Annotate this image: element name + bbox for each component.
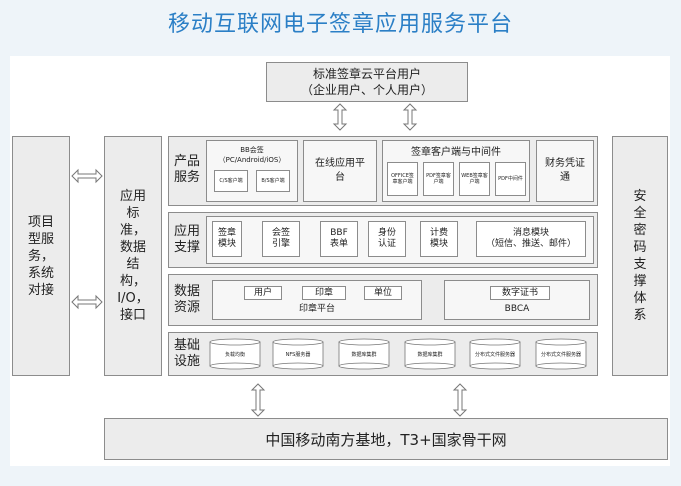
- finance-voucher-box: 财务凭证通: [536, 140, 594, 202]
- product-services-label: 产品服务: [173, 154, 200, 185]
- seal-platform-title: 印章平台: [298, 304, 335, 314]
- cs-client-label: C/S客户端: [219, 178, 243, 184]
- pdf-client-label: PDF签章客户端: [426, 173, 451, 185]
- dfs-cylinder-2: [535, 338, 587, 370]
- seal-user: 用户: [244, 286, 282, 300]
- bbf-form: BBF表单: [320, 221, 358, 257]
- top-arrow-right: [402, 103, 418, 131]
- db-cluster-label-1: 数据库集群: [351, 352, 377, 358]
- online-platform-box: 在线应用平台: [303, 140, 377, 202]
- bs-client-label: B/S客户端: [261, 178, 285, 184]
- identity-auth: 身份认证: [368, 221, 406, 257]
- pdf-client-box: PDF签章客户端: [423, 162, 454, 196]
- db-cluster-cylinder-2: [404, 338, 456, 370]
- db-cluster-cylinder-1: [338, 338, 390, 370]
- nfs-server-cylinder: [272, 338, 324, 370]
- data-resources-label: 数据资源: [173, 284, 200, 315]
- cosign-engine: 会签引擎: [262, 221, 300, 257]
- security-system-label: 安全密码支撑体系: [633, 189, 647, 323]
- bottom-arrow-left: [250, 383, 266, 417]
- message-module: 消息模块 （短信、推送、邮件）: [476, 221, 586, 257]
- network-backbone-box: 中国移动南方基地，T3+国家骨干网: [104, 418, 668, 460]
- cloud-users-box: 标准签章云平台用户 （企业用户、个人用户）: [266, 62, 468, 102]
- app-standards-label: 应用标准，数据结构，I/O，接口: [117, 189, 149, 323]
- infrastructure-label: 基础设施: [173, 338, 200, 369]
- message-module-title: 消息模块: [512, 228, 549, 238]
- web-client-box: WEB签章客户端: [459, 162, 490, 196]
- seal-unit: 单位: [364, 286, 402, 300]
- pdf-middleware-label: PDF中间件: [498, 176, 523, 182]
- bs-client-box: B/S客户端: [256, 170, 290, 192]
- platform-title: 移动互联网电子签章应用服务平台: [167, 12, 513, 37]
- app-support-label: 应用支撑: [173, 224, 200, 255]
- security-system-box: 安全密码支撑体系: [612, 136, 668, 376]
- bb-cosign-title: BB会签: [240, 146, 264, 154]
- finance-voucher-label: 财务凭证通: [545, 158, 585, 183]
- cloud-users-subtitle: （企业用户、个人用户）: [300, 83, 433, 97]
- load-balancer-label: 负载均衡: [224, 352, 245, 358]
- sign-client-title: 签章客户端与中间件: [411, 147, 501, 158]
- app-standards-box: 应用标准，数据结构，I/O，接口: [104, 136, 162, 376]
- office-client-label: OFFICE签章客户端: [391, 173, 414, 185]
- online-platform-label: 在线应用平台: [315, 158, 365, 183]
- seal-stamp: 印章: [302, 286, 346, 300]
- pdf-middleware-box: PDF中间件: [495, 162, 526, 196]
- dfs-label-1: 分布式文件服务器: [474, 352, 515, 358]
- message-module-channels: （短信、推送、邮件）: [485, 239, 576, 249]
- office-client-box: OFFICE签章客户端: [387, 162, 418, 196]
- cloud-users-title: 标准签章云平台用户: [312, 67, 421, 81]
- web-client-label: WEB签章客户端: [461, 173, 488, 185]
- horizontal-arrow-lower: [71, 294, 103, 310]
- digital-certificate: 数字证书: [490, 286, 550, 300]
- network-backbone-label: 中国移动南方基地，T3+国家骨干网: [265, 430, 507, 449]
- dfs-cylinder-1: [469, 338, 521, 370]
- db-cluster-label-2: 数据库集群: [417, 352, 443, 358]
- sign-module: 签章模块: [212, 221, 242, 257]
- cs-client-box: C/S客户端: [214, 170, 248, 192]
- billing-module: 计费模块: [420, 221, 458, 257]
- top-arrow-left: [332, 103, 348, 131]
- bbca-title: BBCA: [504, 304, 530, 314]
- bottom-arrow-right: [452, 383, 468, 417]
- bb-cosign-platforms: （PC/Android/iOS）: [218, 156, 286, 164]
- horizontal-arrow-upper: [71, 168, 103, 184]
- project-services-box: 项目型服务，系统对接: [12, 136, 70, 376]
- load-balancer-cylinder: [209, 338, 261, 370]
- nfs-server-label: NFS服务器: [285, 352, 311, 358]
- project-services-label: 项目型服务，系统对接: [28, 214, 55, 298]
- dfs-label-2: 分布式文件服务器: [540, 352, 581, 358]
